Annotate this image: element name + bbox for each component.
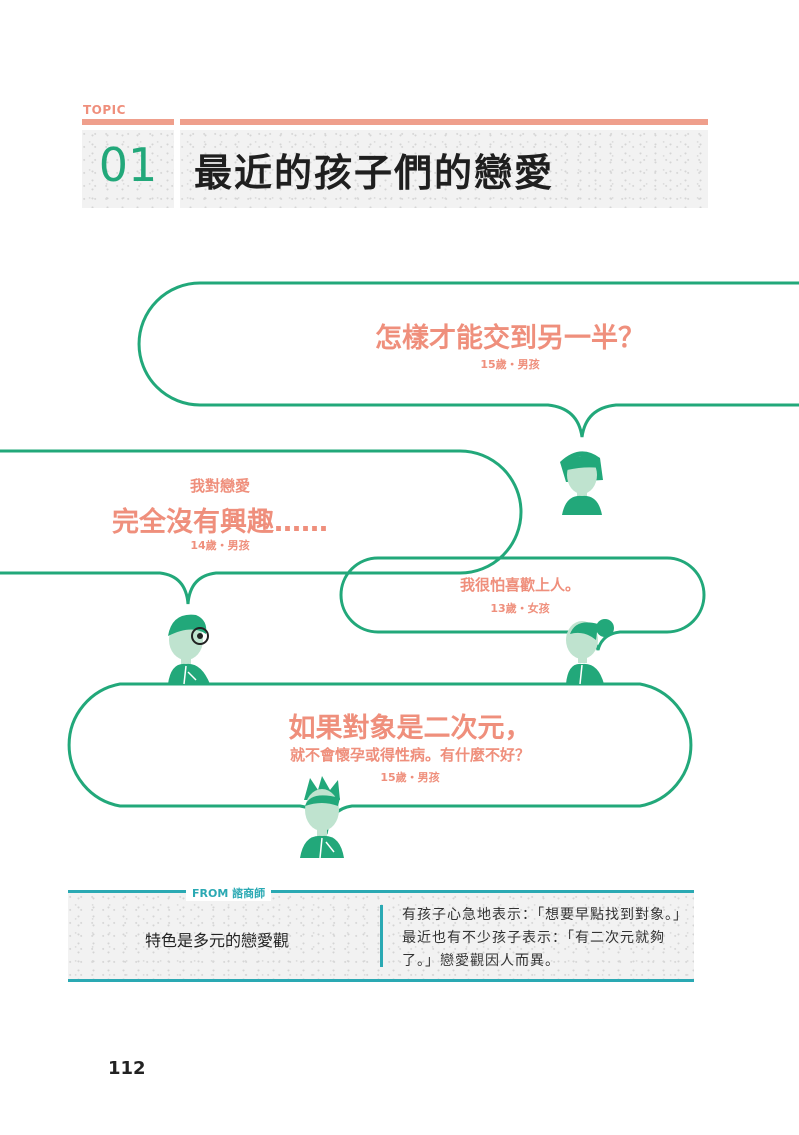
character-1-icon	[560, 451, 603, 515]
title-box: 最近的孩子們的戀愛	[180, 130, 708, 208]
bubble-3-question: 我很怕喜歡上人。	[459, 576, 580, 594]
bubble-4-subline: 就不會懷孕或得性病。有什麼不好？	[289, 746, 530, 764]
bubble-4-question: 如果對象是二次元，	[288, 713, 532, 744]
from-heading: 特色是多元的戀愛觀	[145, 931, 290, 950]
bubble-1-question: 怎樣才能交到另一半？	[375, 323, 645, 354]
speech-bubble-3-outline	[339, 556, 706, 651]
character-2-icon	[168, 614, 210, 685]
from-label: FROM 諮商師	[186, 885, 272, 901]
from-body: 有孩子心急地表示：「想要早點找到對象。」最近也有不少孩子表示：「有二次元就夠了。…	[402, 907, 688, 969]
from-divider	[380, 905, 383, 967]
speech-bubbles-illustration	[0, 281, 799, 859]
topic-number: 01	[98, 138, 158, 192]
bubble-1-speaker: 15歲・男孩	[480, 358, 540, 371]
topic-number-bar	[82, 119, 174, 125]
bubble-4-speaker: 15歲・男孩	[380, 771, 440, 784]
bubble-3-speaker: 13歲・女孩	[490, 602, 550, 615]
from-top-rule	[68, 890, 694, 893]
page-title: 最近的孩子們的戀愛	[194, 151, 555, 195]
page-number: 112	[108, 1058, 146, 1079]
topic-number-box: 01	[82, 130, 174, 208]
speech-bubble-2-outline	[0, 449, 523, 605]
title-bar	[180, 119, 708, 125]
bubble-2-lead: 我對戀愛	[189, 477, 250, 495]
character-3-icon	[566, 619, 614, 685]
speech-bubble-1-outline	[137, 281, 799, 438]
bubble-2-speaker: 14歲・男孩	[190, 539, 250, 552]
topic-label: TOPIC	[83, 103, 126, 117]
bubble-2-question: 完全沒有興趣……	[112, 507, 328, 538]
character-4-icon	[300, 776, 344, 859]
from-bottom-rule	[68, 979, 694, 982]
